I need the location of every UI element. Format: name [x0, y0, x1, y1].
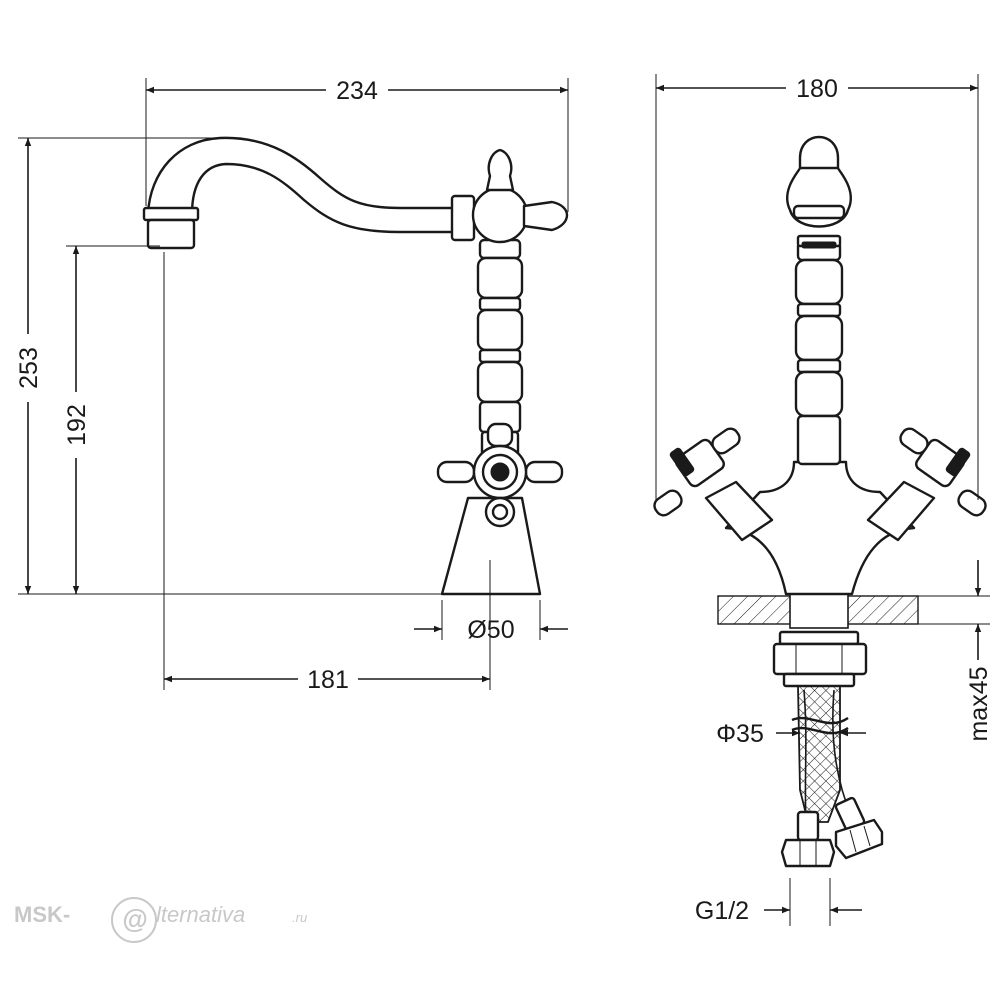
dim-hose-diameter: Φ35	[716, 720, 764, 748]
watermark-domain: .ru	[292, 910, 307, 925]
hose-fittings	[780, 796, 884, 868]
side-view: 234 253 192 Ø50 181	[15, 77, 569, 694]
dim-height-total: 253	[15, 347, 43, 389]
watermark-at-symbol: @	[122, 904, 147, 934]
front-view: 180 Φ35 G1/2 max45	[653, 74, 993, 926]
left-cross-handle	[653, 427, 741, 517]
right-cross-handle	[899, 427, 987, 517]
front-body	[724, 460, 916, 596]
top-finial	[485, 148, 515, 192]
watermark-logo: MSK- @ lternativa .ru	[14, 897, 307, 943]
front-column	[794, 240, 844, 466]
dim-width-total-side: 234	[336, 77, 378, 105]
aerator	[142, 206, 200, 222]
dim-width-total-front: 180	[796, 75, 838, 103]
mounting-nut	[772, 630, 868, 688]
cross-handle	[436, 422, 564, 528]
dim-thread: G1/2	[695, 897, 749, 925]
dim-deck-thickness: max45	[965, 666, 993, 741]
dim-spout-height: 192	[63, 404, 91, 446]
watermark-prefix: MSK-	[14, 902, 70, 927]
dim-base-diameter: Ø50	[467, 616, 514, 644]
dim-spout-reach: 181	[307, 666, 349, 694]
watermark-suffix: lternativa	[156, 902, 245, 927]
